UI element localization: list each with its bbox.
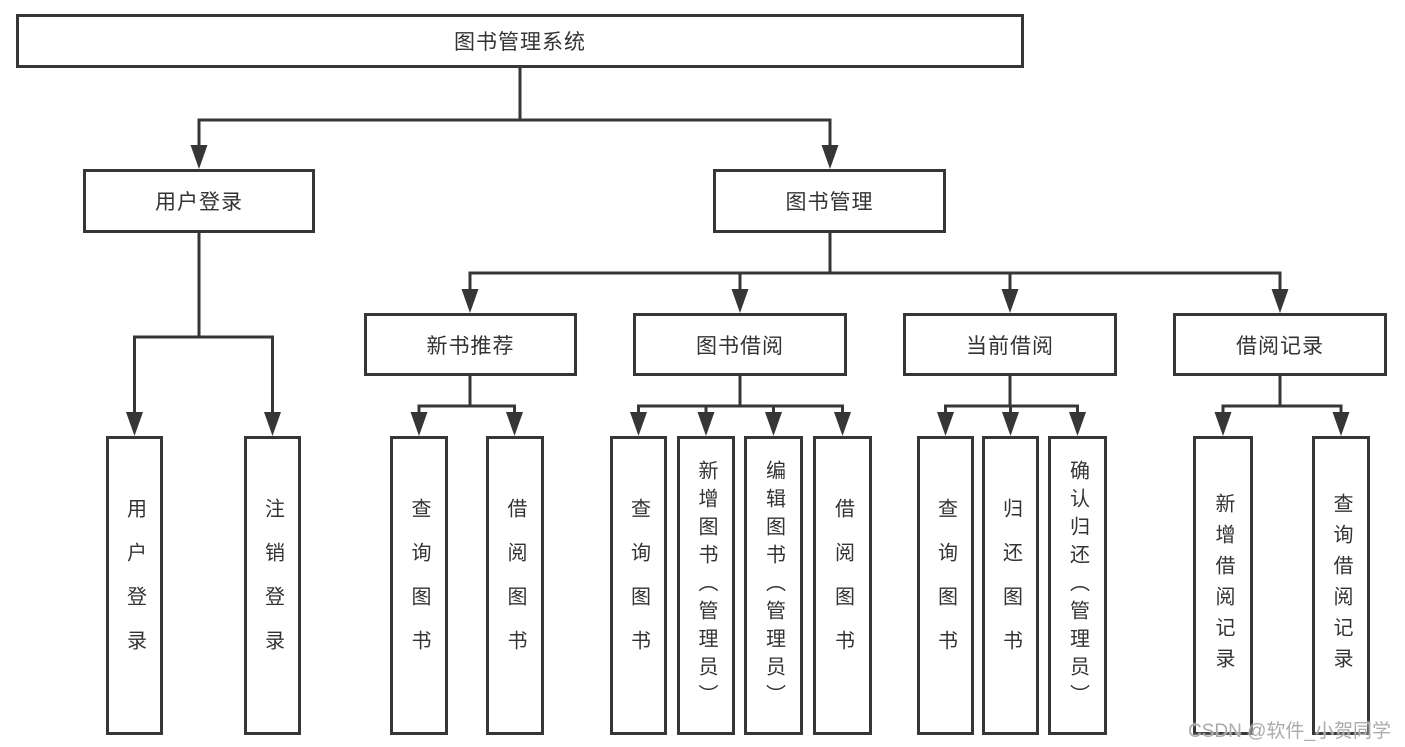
node-user-login-label: 用户登录 bbox=[155, 191, 243, 214]
leaf-return-books: 归还图书 bbox=[982, 436, 1039, 735]
leaf-add-borrow-record: 新增借阅记录 bbox=[1193, 436, 1253, 735]
node-user-login: 用户登录 bbox=[83, 169, 315, 233]
connector-root-to-level2 bbox=[190, 67, 839, 169]
node-new-book-recommend-label: 新书推荐 bbox=[426, 334, 515, 358]
node-book-management: 图书管理 bbox=[713, 169, 946, 233]
leaf-confirm-return-admin-label: 确认归还（管理员） bbox=[1066, 459, 1089, 712]
leaf-query-borrow-record: 查询借阅记录 bbox=[1312, 436, 1370, 735]
leaf-edit-books-admin: 编辑图书（管理员） bbox=[744, 436, 803, 735]
leaf-borrow-books-1: 借阅图书 bbox=[486, 436, 544, 735]
leaf-add-borrow-record-label: 新增借阅记录 bbox=[1212, 492, 1234, 679]
leaf-return-books-label: 归还图书 bbox=[999, 497, 1022, 674]
node-root-library-system: 图书管理系统 bbox=[16, 14, 1024, 68]
node-current-borrowing: 当前借阅 bbox=[903, 313, 1117, 376]
leaf-logout: 注销登录 bbox=[244, 436, 301, 735]
connector-borrow-records-to-leaves bbox=[1214, 376, 1350, 436]
leaf-user-login-label: 用户登录 bbox=[123, 497, 146, 674]
leaf-query-borrow-record-label: 查询借阅记录 bbox=[1330, 492, 1352, 679]
connector-new-book-rec-to-leaves bbox=[410, 376, 523, 436]
connector-book-borrow-to-leaves bbox=[630, 376, 851, 436]
connector-book-mgmt-to-level3 bbox=[461, 233, 1289, 313]
node-current-borrowing-label: 当前借阅 bbox=[966, 334, 1054, 358]
node-borrowing-records-label: 借阅记录 bbox=[1236, 334, 1324, 358]
leaf-borrow-books-2: 借阅图书 bbox=[813, 436, 872, 735]
leaf-logout-label: 注销登录 bbox=[261, 497, 284, 674]
leaf-user-login: 用户登录 bbox=[106, 436, 163, 735]
leaf-add-books-admin-label: 新增图书（管理员） bbox=[695, 459, 717, 712]
leaf-add-books-admin: 新增图书（管理员） bbox=[677, 436, 735, 735]
leaf-query-books-3-label: 查询图书 bbox=[934, 497, 957, 674]
leaf-query-books-2-label: 查询图书 bbox=[627, 497, 650, 674]
connector-user-login-to-leaves bbox=[126, 233, 281, 436]
leaf-borrow-books-2-label: 借阅图书 bbox=[831, 497, 854, 674]
leaf-query-books-1-label: 查询图书 bbox=[408, 497, 430, 674]
csdn-watermark: CSDN @软件_小贺同学 bbox=[1188, 721, 1391, 742]
leaf-query-books-3: 查询图书 bbox=[917, 436, 974, 735]
leaf-borrow-books-1-label: 借阅图书 bbox=[504, 497, 526, 674]
leaf-confirm-return-admin: 确认归还（管理员） bbox=[1048, 436, 1107, 735]
leaf-edit-books-admin-label: 编辑图书（管理员） bbox=[762, 459, 785, 712]
node-book-borrowing: 图书借阅 bbox=[633, 313, 847, 376]
connector-current-borrow-to-leaves bbox=[937, 376, 1086, 436]
node-borrowing-records: 借阅记录 bbox=[1173, 313, 1387, 376]
leaf-query-books-1: 查询图书 bbox=[390, 436, 448, 735]
node-book-management-label: 图书管理 bbox=[785, 191, 874, 214]
node-book-borrowing-label: 图书借阅 bbox=[696, 334, 784, 358]
node-root-label: 图书管理系统 bbox=[454, 31, 586, 54]
node-new-book-recommend: 新书推荐 bbox=[364, 313, 577, 376]
leaf-query-books-2: 查询图书 bbox=[610, 436, 667, 735]
